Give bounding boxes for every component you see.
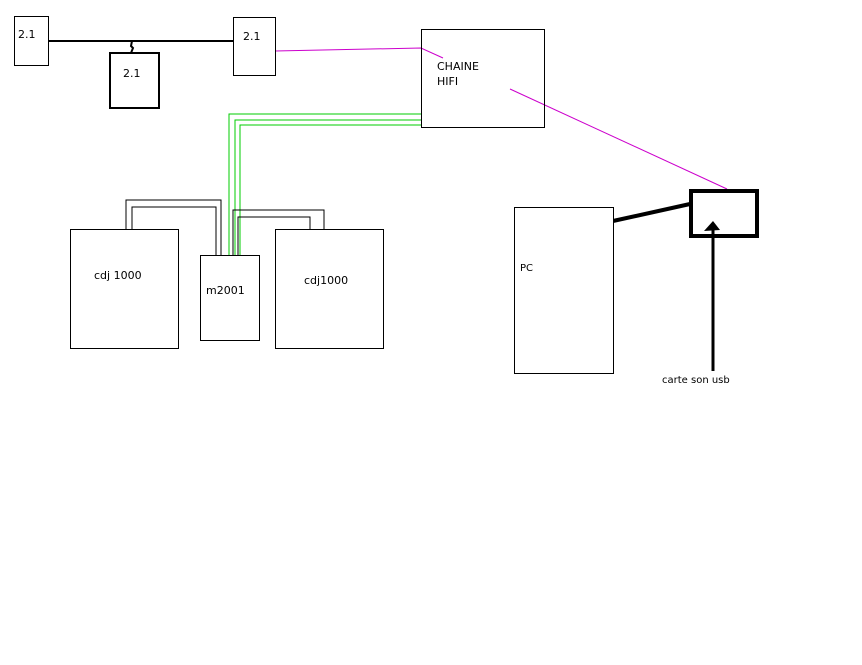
mixer-to-hifi-cable-a bbox=[228, 113, 421, 255]
mixer-label: m2001 bbox=[206, 284, 245, 297]
cdj-left-to-mixer-cable-b bbox=[131, 206, 217, 255]
usb-sound-card-label: carte son usb bbox=[662, 375, 730, 386]
speaker-right-label: 2.1 bbox=[243, 30, 261, 43]
hifi-label-line2: HIFI bbox=[437, 75, 459, 88]
hifi-to-usb-card-link bbox=[509, 88, 728, 190]
subwoofer bbox=[109, 52, 160, 109]
speaker-right bbox=[233, 17, 276, 76]
subwoofer-label: 2.1 bbox=[123, 67, 141, 80]
cdj-left-label: cdj 1000 bbox=[94, 269, 142, 282]
speaker-left-label: 2.1 bbox=[18, 28, 36, 41]
usb-card-pointer-arrowhead bbox=[704, 221, 720, 231]
mixer bbox=[200, 255, 260, 341]
pc-label: PC bbox=[520, 263, 534, 274]
pc-to-usb-card-cable bbox=[612, 202, 691, 223]
usb-sound-card bbox=[689, 189, 759, 238]
speaker-left bbox=[14, 16, 49, 66]
cdj-right-to-mixer-cable-a bbox=[232, 209, 325, 255]
cdj-left bbox=[70, 229, 179, 349]
sub-drop-wire bbox=[129, 40, 135, 54]
cdj-left-to-mixer-cable-a bbox=[125, 199, 222, 255]
cdj-right-to-mixer-cable-b bbox=[237, 216, 311, 255]
cdj-right bbox=[275, 229, 384, 349]
mixer-to-hifi-cable-c bbox=[239, 124, 421, 255]
hifi-system bbox=[421, 29, 545, 128]
hifi-to-speaker-link bbox=[274, 47, 444, 59]
pc bbox=[514, 207, 614, 374]
hifi-label-line1: CHAINE bbox=[437, 60, 479, 73]
cdj-right-label: cdj1000 bbox=[304, 274, 349, 287]
